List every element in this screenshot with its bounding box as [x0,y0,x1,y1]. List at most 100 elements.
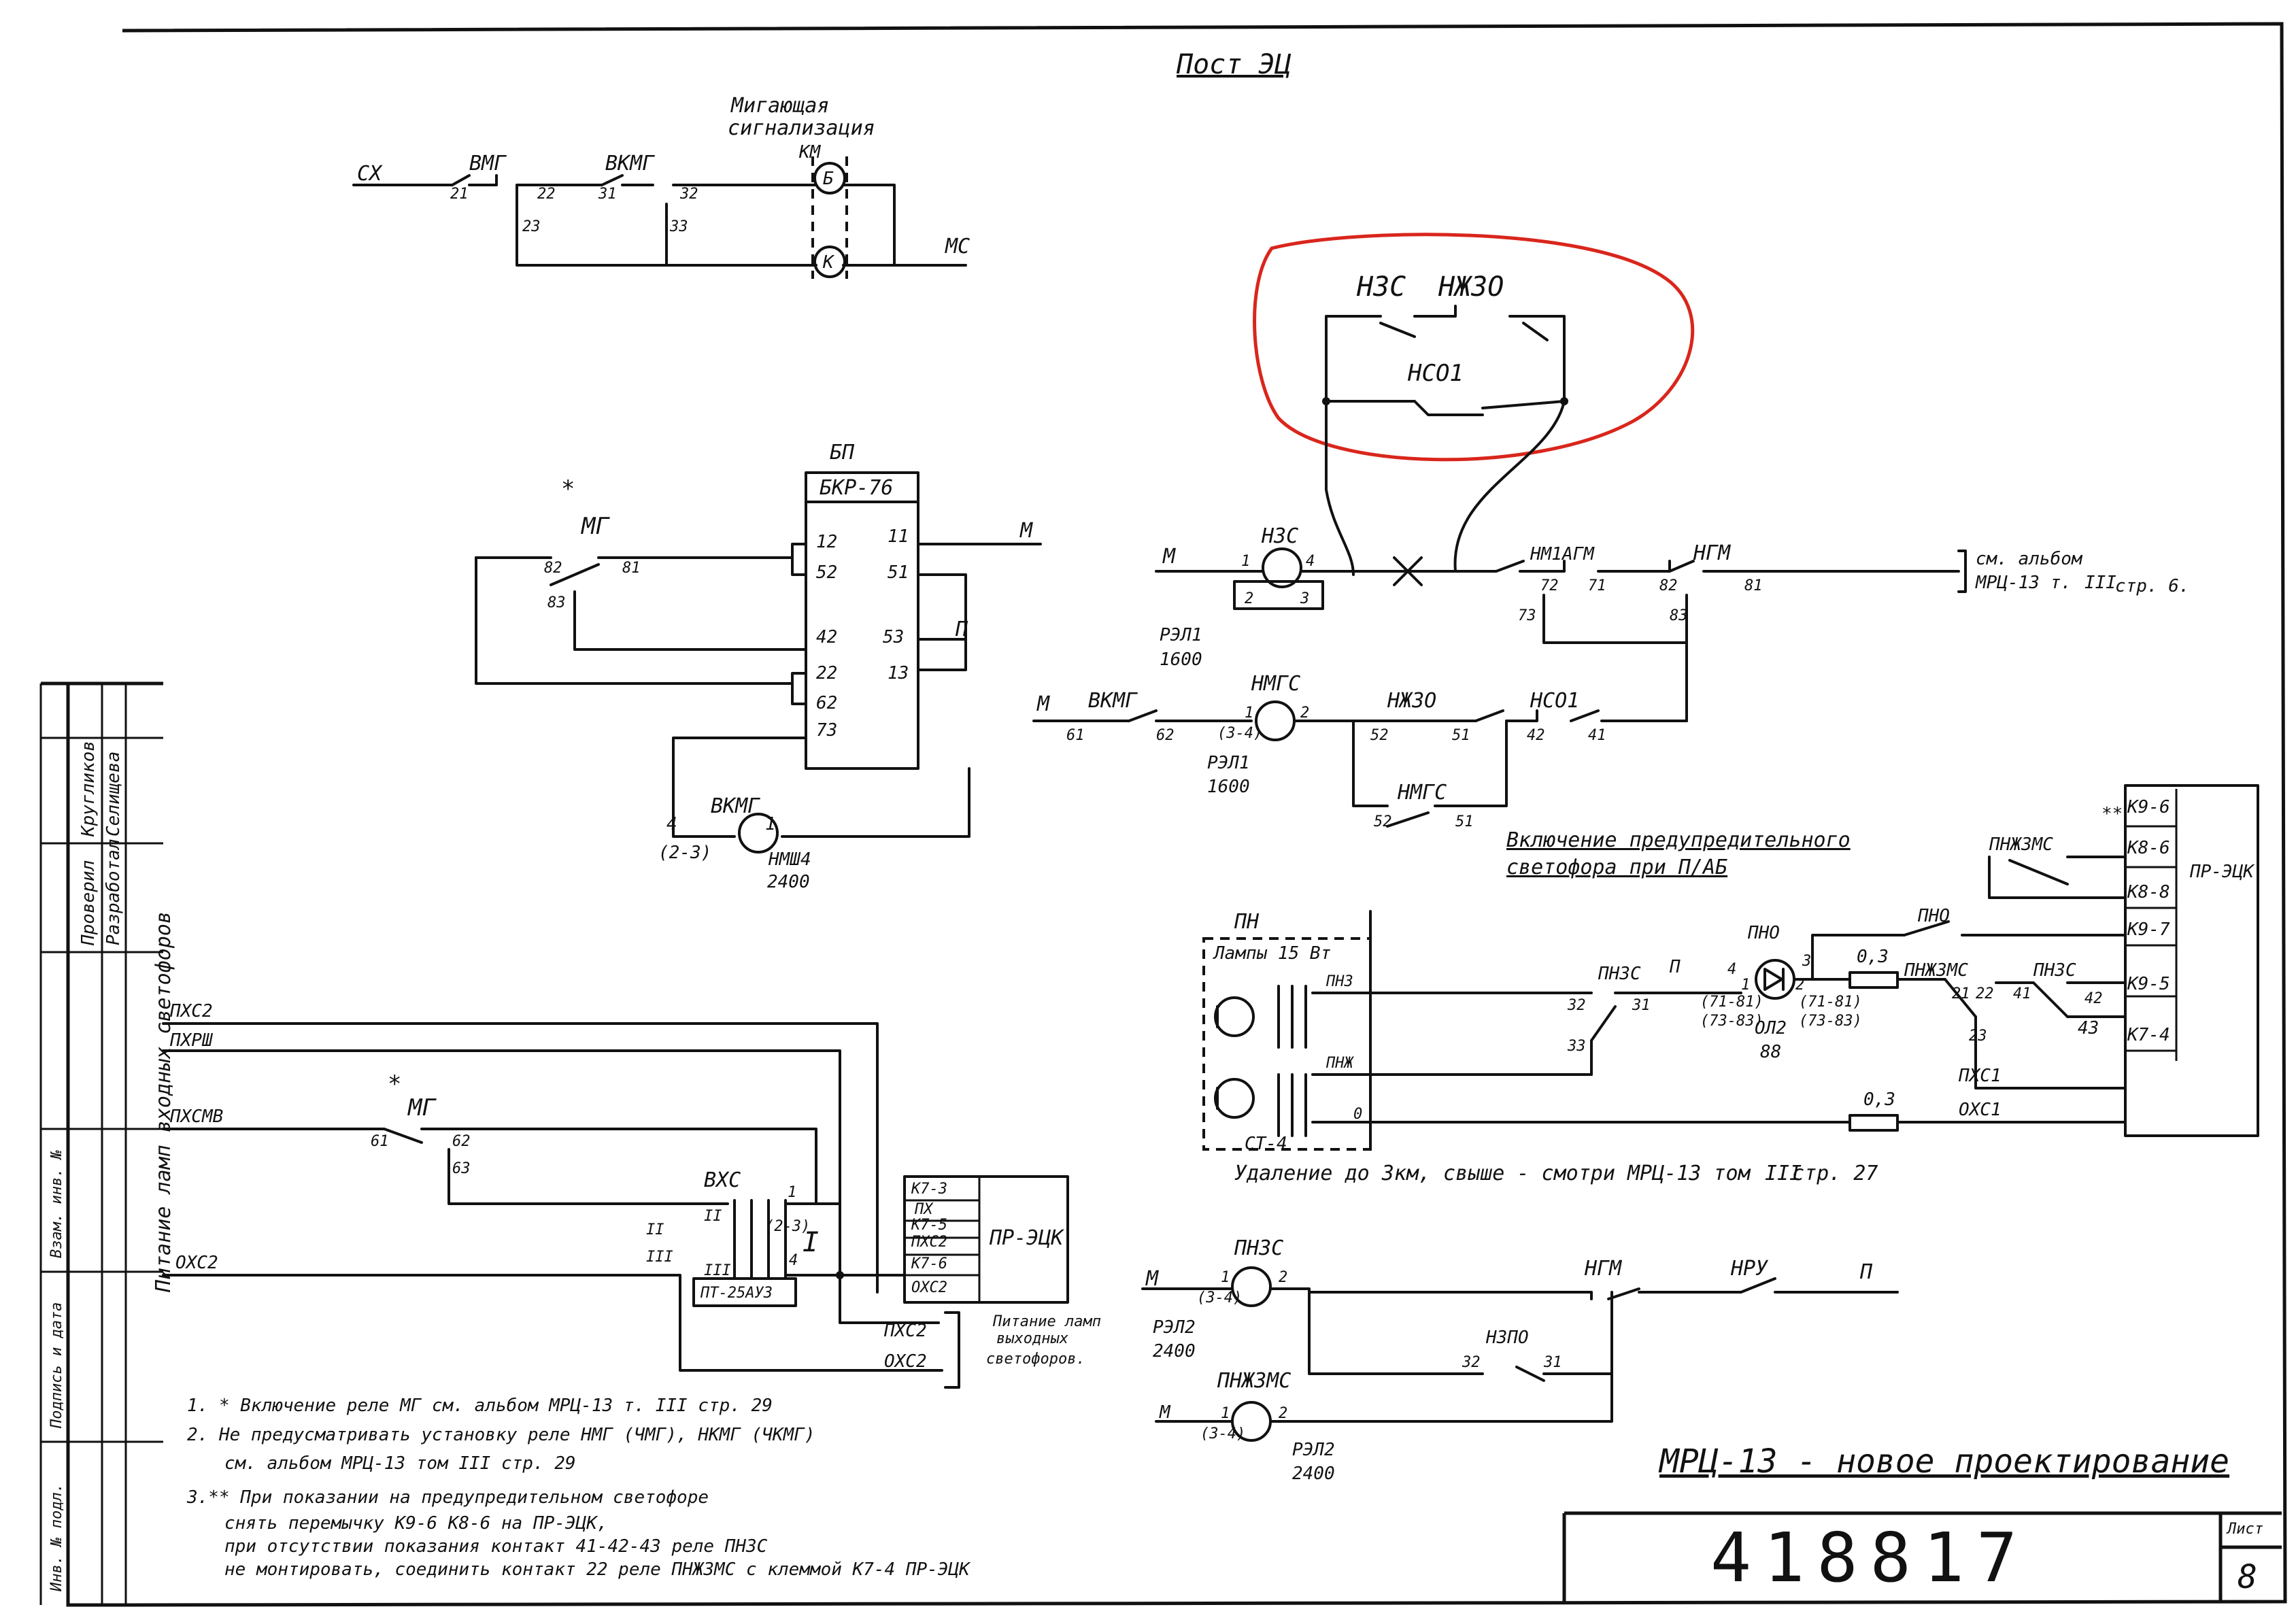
svg-text:НЗС: НЗС [1261,524,1298,548]
svg-text:М: М [1159,1402,1171,1423]
svg-text:1: 1 [788,1184,796,1201]
svg-text:ОЛ2: ОЛ2 [1755,1018,1787,1038]
svg-text:3: 3 [1300,590,1309,607]
pnzhzms-circuit: М ПНЖЗМС 1 2 (3-4) РЭЛ2 2400 [1155,1369,1613,1484]
svg-text:НСО1: НСО1 [1530,689,1579,713]
svg-text:33: 33 [1567,1038,1586,1055]
pno-row: ПНЗС 32 31 33 П ПНО 4 1 3 2 (71-81) (73-… [1556,906,2127,1089]
svg-text:ОХС1: ОХС1 [1959,1100,2002,1120]
svg-text:1600: 1600 [1207,777,1250,797]
svg-text:МС: МС [945,235,970,258]
svg-text:23: 23 [522,218,541,235]
svg-text:НМГС: НМГС [1397,781,1447,805]
svg-text:МГ: МГ [407,1094,437,1121]
svg-text:32: 32 [1567,997,1586,1014]
blinking-signal-circuit: Мигающая сигнализация КМ СХ ВМГ ВКМГ МС … [352,94,970,279]
stamp-inv: Инв. № подл. [48,1483,65,1592]
svg-text:ПХС2: ПХС2 [169,1001,213,1021]
svg-text:42: 42 [816,627,837,647]
svg-text:М: М [1019,519,1033,543]
svg-text:III: III [646,1249,673,1266]
stamp-replace: Взам. инв. № [48,1150,65,1258]
svg-text:2: 2 [1795,977,1804,994]
svg-text:см. альбом: см. альбом [1976,549,2083,569]
svg-text:4: 4 [789,1252,798,1269]
svg-text:2: 2 [1245,590,1253,607]
svg-text:1: 1 [1241,553,1250,570]
svg-text:(3-4): (3-4) [1217,725,1262,742]
nco1-inset: НЗС НЖЗО НСО1 [1253,233,1695,576]
svg-text:МГ: МГ [581,513,610,540]
svg-text:ПН: ПН [1234,910,1260,934]
svg-text:Мигающая: Мигающая [730,94,830,118]
svg-text:ВМГ: ВМГ [469,152,507,175]
svg-text:ПНЗС: ПНЗС [2033,960,2076,981]
lamp-power-side-caption: Питание ламп входных светофоров [152,911,175,1293]
svg-text:К8-8: К8-8 [2127,882,2170,902]
svg-text:ПТ-25АУЗ: ПТ-25АУЗ [700,1285,773,1302]
svg-text:1: 1 [1245,705,1253,722]
svg-text:К9-6: К9-6 [2127,797,2170,817]
svg-text:П: П [955,618,968,641]
svg-text:**: ** [2101,804,2123,824]
svg-text:1: 1 [1221,1405,1230,1422]
sheet-number: 8 [2238,1558,2257,1596]
stamp-name-2: Селищева [103,751,124,837]
svg-text:32: 32 [1462,1354,1481,1371]
svg-text:П: П [1859,1260,1873,1284]
svg-text:ПНО: ПНО [1747,923,1780,943]
svg-text:светофоров.: светофоров. [986,1351,1085,1368]
svg-text:К9-7: К9-7 [2127,919,2170,940]
svg-text:52: 52 [816,562,837,583]
svg-text:СТ-4: СТ-4 [1245,1134,1287,1154]
svg-text:ПНЖЗМС: ПНЖЗМС [1989,834,2053,855]
document-number: 418817 [1710,1518,2029,1598]
svg-text:3: 3 [1802,953,1811,970]
svg-text:51: 51 [1455,813,1474,830]
svg-text:62: 62 [1156,727,1175,744]
svg-text:БКР-76: БКР-76 [820,476,893,500]
svg-text:22: 22 [537,186,556,203]
svg-text:81: 81 [1744,577,1763,594]
svg-text:ПХС2: ПХС2 [911,1234,947,1251]
svg-text:(2-3): (2-3) [658,843,711,863]
svg-text:II: II [646,1221,664,1238]
svg-text:ПХРШ: ПХРШ [169,1030,214,1051]
svg-text:82: 82 [544,560,562,577]
svg-text:ПНЗ: ПНЗ [1326,973,1353,990]
svg-text:51: 51 [888,562,909,583]
svg-text:73: 73 [816,720,837,741]
svg-text:БП: БП [830,441,855,464]
svg-text:Удаление до 3км, свыше - смотр: Удаление до 3км, свыше - смотри МРЦ-13 т… [1234,1162,1751,1185]
svg-text:НЖЗО: НЖЗО [1438,271,1504,303]
svg-text:НГМ: НГМ [1693,541,1731,565]
svg-text:сигнализация: сигнализация [728,116,875,140]
svg-text:2: 2 [1300,705,1309,722]
svg-text:НМШ4: НМШ4 [768,849,811,870]
warning-caption-2: светофора при П/АБ [1506,856,1727,879]
svg-text:ВКМГ: ВКМГ [605,152,655,175]
svg-text:Питание ламп: Питание ламп [992,1313,1101,1330]
svg-text:ПХС1: ПХС1 [1958,1066,2002,1086]
note-2b: см. альбом МРЦ-13 том III стр. 29 [224,1453,576,1474]
svg-text:*: * [561,475,575,503]
svg-text:НЗС: НЗС [1356,271,1406,303]
svg-text:61: 61 [1066,727,1085,744]
notes-block: 1. * Включение реле МГ см. альбом МРЦ-13… [186,1396,971,1580]
svg-text:ВКМГ: ВКМГ [711,794,760,818]
svg-text:22: 22 [816,663,837,683]
svg-text:М: М [1162,545,1176,569]
note-1: 1. * Включение реле МГ см. альбом МРЦ-13… [187,1396,773,1416]
svg-text:0,3: 0,3 [1857,947,1889,967]
svg-text:51: 51 [1452,727,1470,744]
svg-text:81: 81 [622,560,641,577]
svg-text:М: М [1036,692,1050,716]
svg-text:*: * [388,1070,401,1098]
svg-text:НРУ: НРУ [1730,1257,1769,1281]
svg-text:63: 63 [452,1160,471,1177]
svg-text:ОХС2: ОХС2 [175,1253,218,1273]
svg-text:(73-83): (73-83) [1700,1013,1763,1030]
footer-title: МРЦ-13 - новое проектирование [1658,1442,2229,1481]
stamp-checked: Проверил [78,860,99,946]
